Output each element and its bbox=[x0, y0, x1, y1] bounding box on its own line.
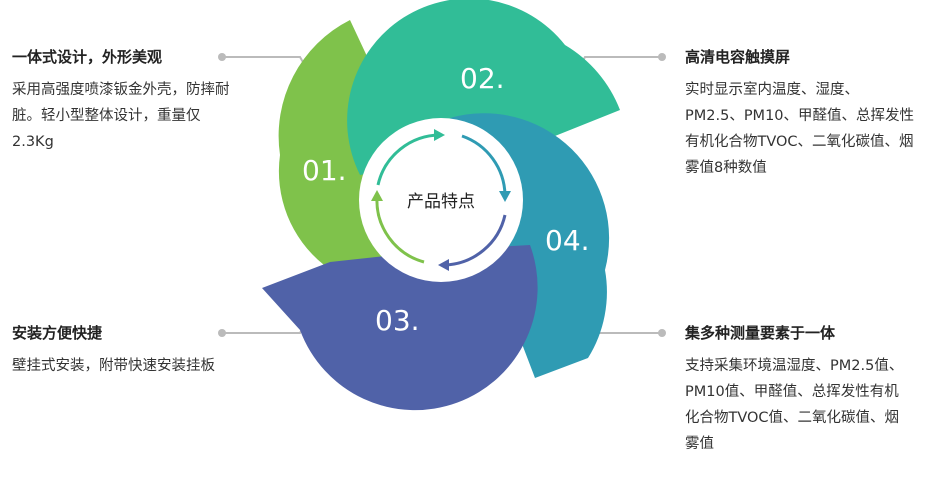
feature-title: 一体式设计，外形美观 bbox=[12, 48, 163, 66]
feature-04: 集多种测量要素于一体 支持采集环境温湿度、PM2.5值、PM10值、甲醛值、总挥… bbox=[685, 322, 910, 457]
feature-title: 高清电容触摸屏 bbox=[685, 48, 791, 66]
center-circle bbox=[359, 118, 523, 282]
petal-01-number: 01. bbox=[302, 154, 347, 187]
feature-title: 安装方便快捷 bbox=[12, 324, 103, 342]
petal-02-number: 02. bbox=[460, 62, 505, 95]
feature-text: 采用高强度喷漆钣金外壳，防摔耐脏。轻小型整体设计，重量仅2.3Kg bbox=[12, 82, 230, 150]
petal-04-number: 04. bbox=[545, 224, 590, 257]
feature-text: 实时显示室内温度、湿度、PM2.5、PM10、甲醛值、总挥发性有机化合物TVOC… bbox=[685, 82, 915, 176]
feature-03: 安装方便快捷 壁挂式安装，附带快速安装挂板 bbox=[12, 322, 242, 379]
petal-03-number: 03. bbox=[375, 304, 420, 337]
petal-03-indigo bbox=[262, 245, 538, 411]
cycle-arrows bbox=[375, 133, 507, 267]
feature-title: 集多种测量要素于一体 bbox=[685, 324, 836, 342]
feature-02: 高清电容触摸屏 实时显示室内温度、湿度、PM2.5、PM10、甲醛值、总挥发性有… bbox=[685, 46, 915, 181]
feature-01: 一体式设计，外形美观 采用高强度喷漆钣金外壳，防摔耐脏。轻小型整体设计，重量仅2… bbox=[12, 46, 242, 155]
feature-text: 支持采集环境温湿度、PM2.5值、PM10值、甲醛值、总挥发性有机化合物TVOC… bbox=[685, 358, 904, 452]
arrow-heads bbox=[371, 129, 511, 271]
feature-text: 壁挂式安装，附带快速安装挂板 bbox=[12, 358, 215, 374]
center-label: 产品特点 bbox=[407, 192, 475, 212]
